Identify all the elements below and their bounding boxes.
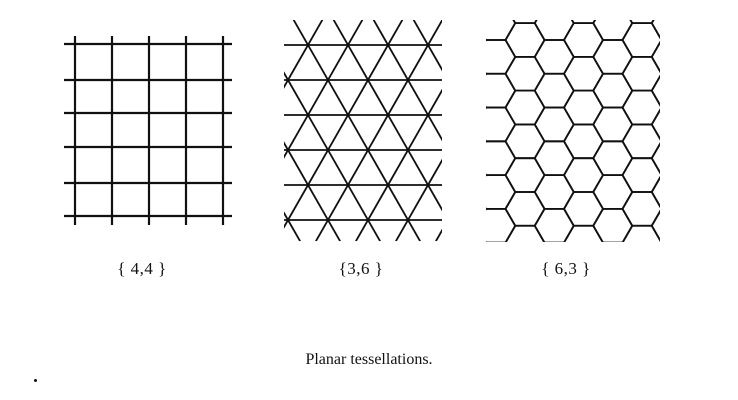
hexagonal-tiling [486, 20, 660, 242]
triangular-tiling [284, 20, 442, 241]
hexagonal-tiling-label: { 6,3 } [541, 259, 591, 278]
square-tiling [64, 36, 232, 225]
square-tiling-label: { 4,4 } [117, 259, 167, 278]
triangular-tiling-label: {3,6 } [338, 259, 384, 278]
stray-dot [34, 379, 37, 382]
figure-caption: Planar tessellations. [305, 351, 433, 368]
